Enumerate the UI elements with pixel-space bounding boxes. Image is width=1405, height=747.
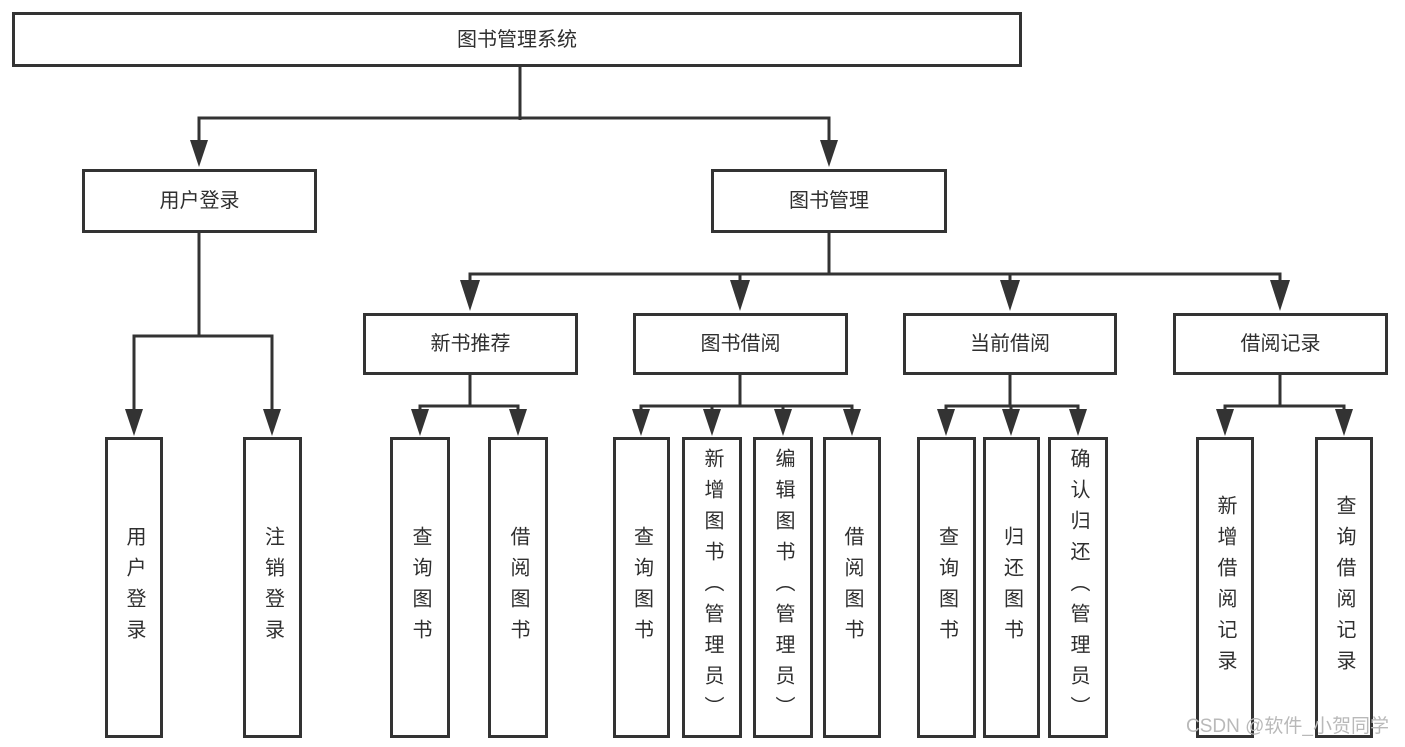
- node-new-book-recommend: 新书推荐: [363, 313, 578, 375]
- node-library-system: 图书管理系统: [12, 12, 1022, 67]
- node-borrow-records: 借阅记录: [1173, 313, 1388, 375]
- leaf-add-borrow-record: 新增借阅记录: [1196, 437, 1254, 738]
- leaf-query-book-1: 查询图书: [390, 437, 450, 738]
- leaf-confirm-return-admin-label: 确认归还（管理员）: [1067, 448, 1089, 727]
- leaf-add-book-admin: 新增图书（管理员）: [682, 437, 742, 738]
- leaf-query-book-2: 查询图书: [613, 437, 670, 738]
- leaf-user-login: 用户登录: [105, 437, 163, 738]
- leaf-query-book-3: 查询图书: [917, 437, 976, 738]
- node-current-borrow: 当前借阅: [903, 313, 1117, 375]
- csdn-watermark: CSDN @软件_小贺同学: [1186, 716, 1389, 737]
- leaf-borrow-book-1: 借阅图书: [488, 437, 548, 738]
- leaf-return-book: 归还图书: [983, 437, 1040, 738]
- leaf-borrow-book-2-label: 借阅图书: [841, 525, 863, 650]
- leaf-query-book-1-label: 查询图书: [409, 525, 431, 650]
- node-borrow-records-label: 借阅记录: [1240, 333, 1321, 355]
- node-new-book-recommend-label: 新书推荐: [430, 333, 511, 355]
- leaf-edit-book-admin: 编辑图书（管理员）: [753, 437, 813, 738]
- leaf-add-borrow-record-label: 新增借阅记录: [1214, 494, 1236, 681]
- node-book-borrow-label: 图书借阅: [700, 333, 781, 355]
- node-user-login-label: 用户登录: [159, 190, 240, 212]
- node-library-system-label: 图书管理系统: [457, 28, 577, 51]
- node-current-borrow-label: 当前借阅: [970, 333, 1050, 355]
- leaf-confirm-return-admin: 确认归还（管理员）: [1048, 437, 1108, 738]
- leaf-logout: 注销登录: [243, 437, 302, 738]
- leaf-query-borrow-record-label: 查询借阅记录: [1333, 494, 1355, 681]
- leaf-query-book-2-label: 查询图书: [630, 525, 653, 650]
- node-book-management-label: 图书管理: [789, 190, 869, 212]
- node-book-management: 图书管理: [711, 169, 947, 233]
- leaf-borrow-book-1-label: 借阅图书: [507, 525, 529, 650]
- node-book-borrow: 图书借阅: [633, 313, 848, 375]
- leaf-logout-label: 注销登录: [261, 525, 284, 650]
- leaf-query-book-3-label: 查询图书: [935, 525, 958, 650]
- leaf-edit-book-admin-label: 编辑图书（管理员）: [772, 448, 794, 727]
- leaf-borrow-book-2: 借阅图书: [823, 437, 881, 738]
- node-user-login: 用户登录: [82, 169, 317, 233]
- leaf-add-book-admin-label: 新增图书（管理员）: [701, 448, 723, 727]
- leaf-return-book-label: 归还图书: [1000, 525, 1023, 650]
- leaf-user-login-label: 用户登录: [123, 525, 145, 650]
- leaf-query-borrow-record: 查询借阅记录: [1315, 437, 1373, 738]
